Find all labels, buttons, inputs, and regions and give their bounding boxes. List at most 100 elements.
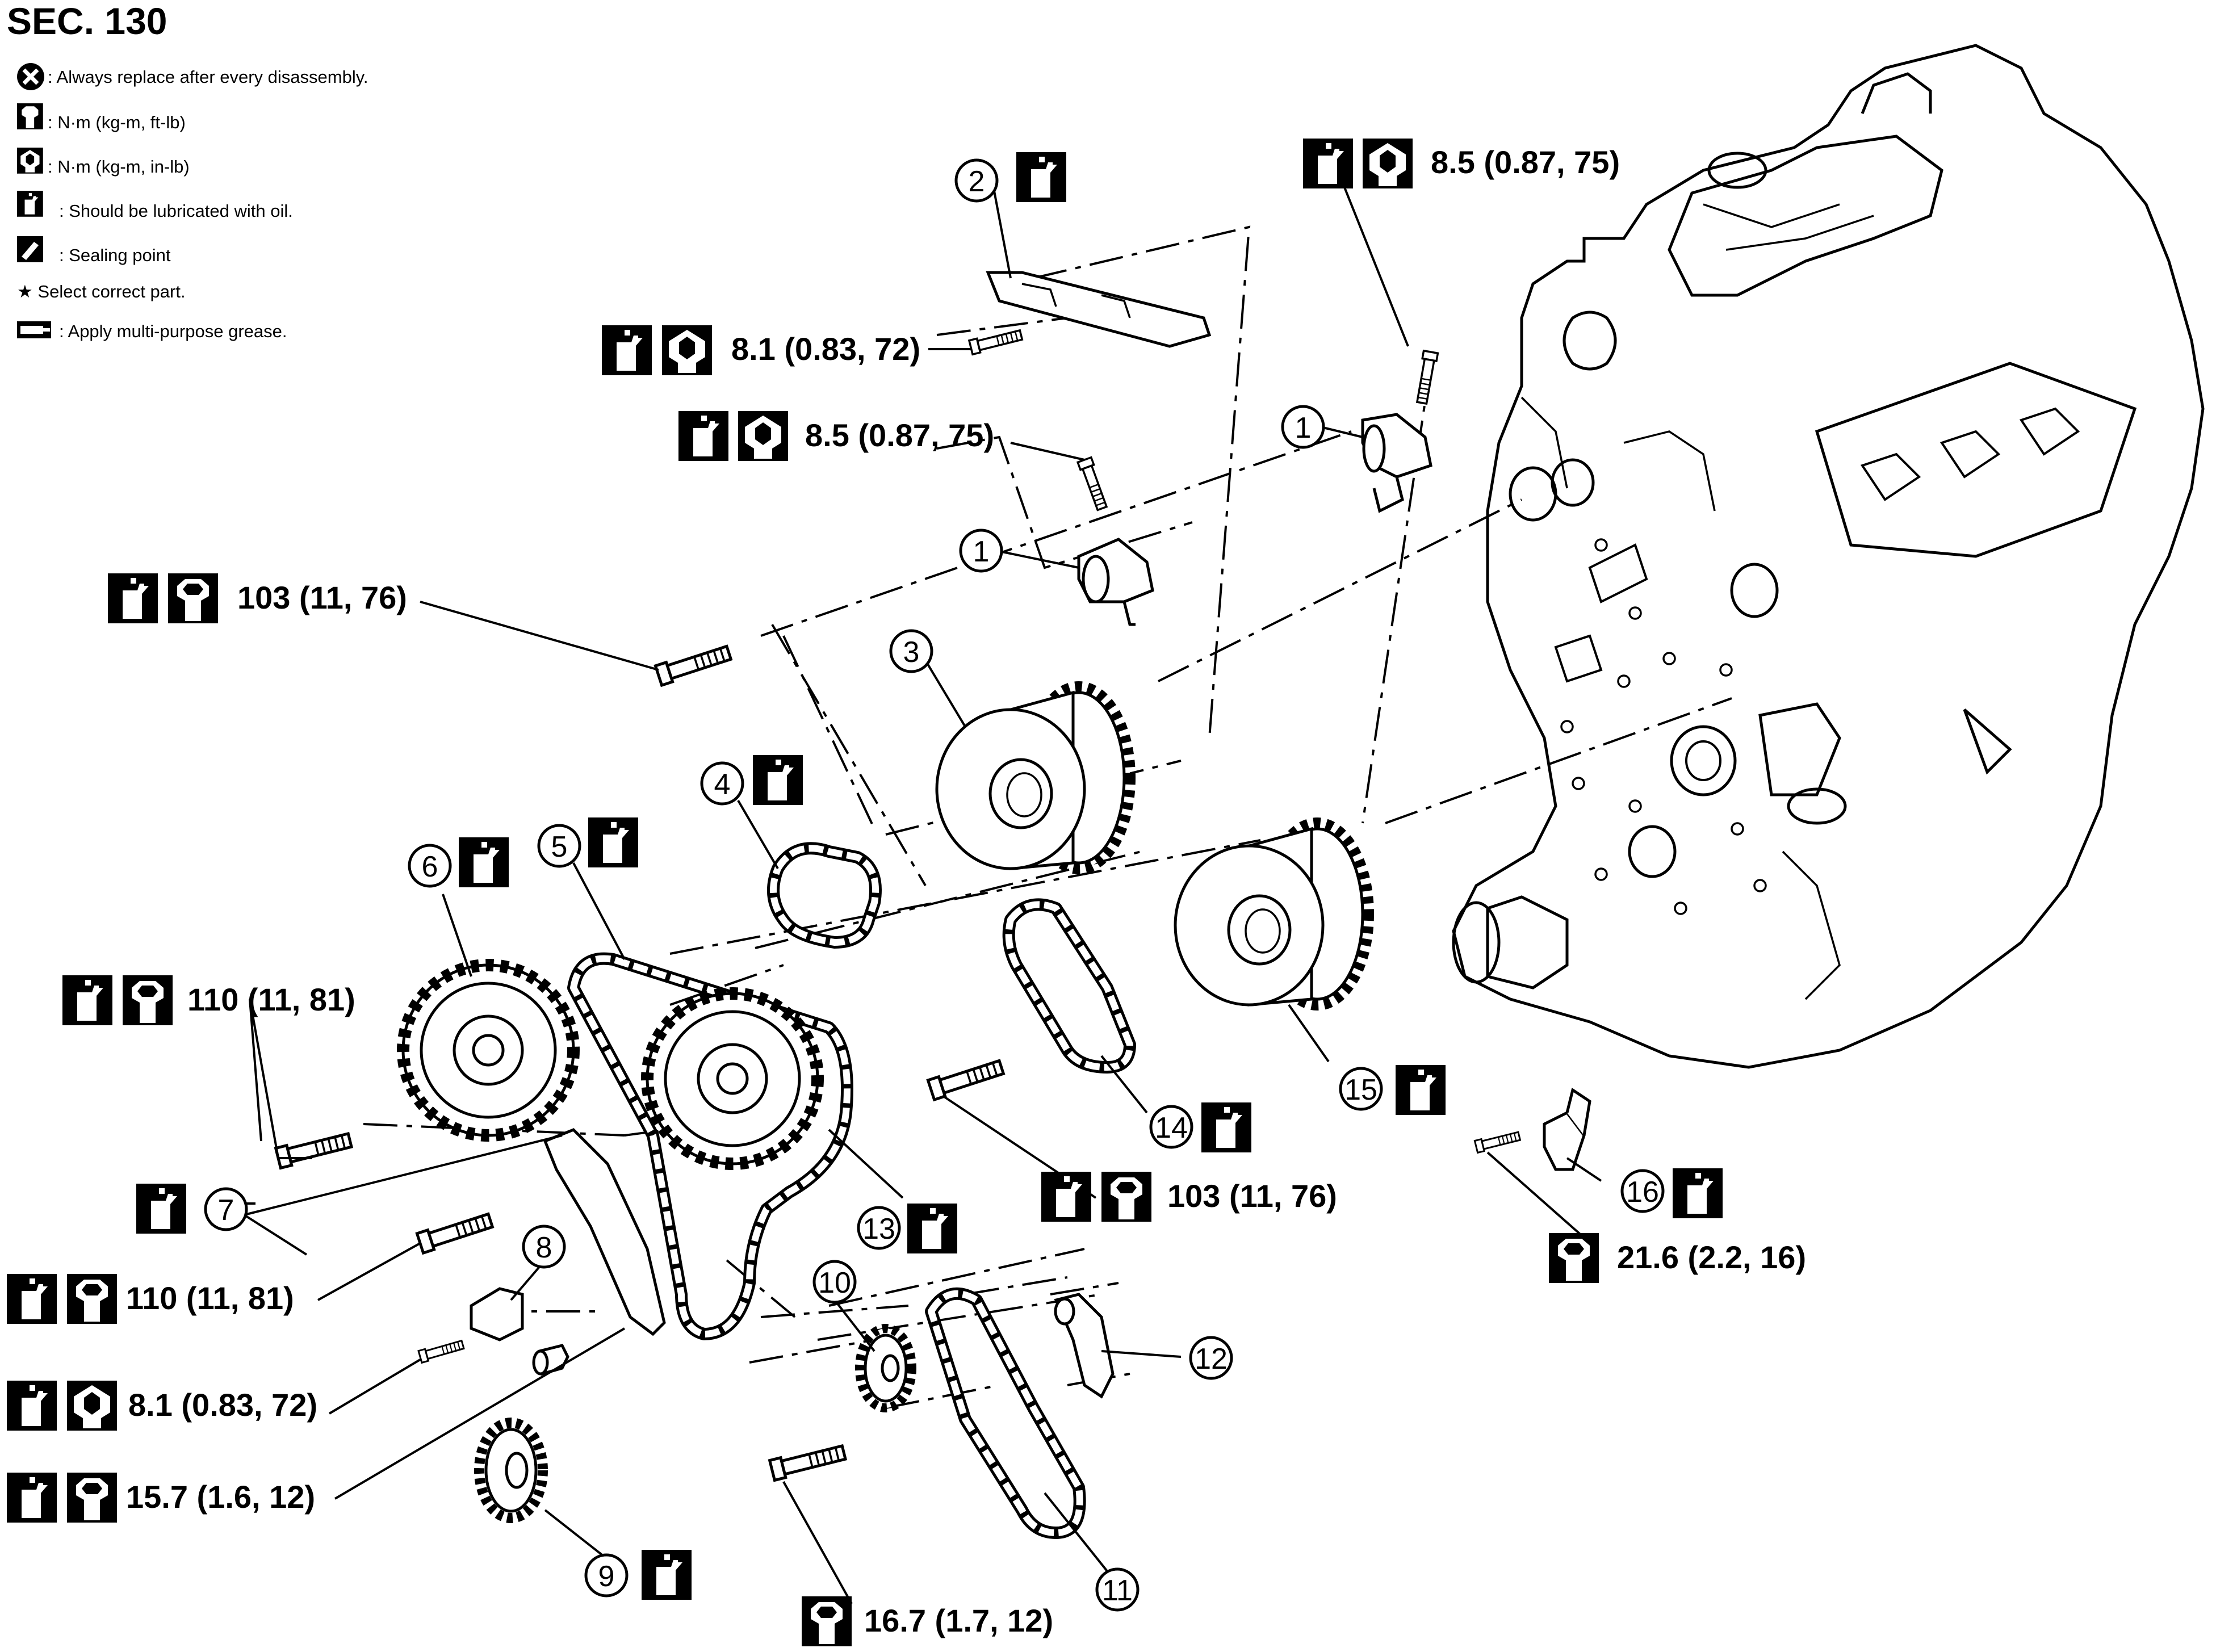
svg-text:8.5 (0.87, 75): 8.5 (0.87, 75) [805, 417, 994, 453]
legend-sealing: : Sealing point [59, 245, 171, 265]
svg-text:6: 6 [422, 850, 438, 883]
timing-chain-5 [567, 952, 853, 1340]
svg-text:7: 7 [218, 1194, 234, 1227]
legend-grease: : Apply multi-purpose grease. [59, 321, 287, 341]
sensor-bolt-center [1076, 456, 1110, 512]
svg-text:2: 2 [969, 165, 985, 198]
svg-text:3: 3 [903, 636, 920, 669]
legend-torque-inlb: : N·m (kg-m, in-lb) [48, 157, 190, 177]
callout-15: 15 [1339, 1067, 1383, 1111]
sensor-bolt-right [1414, 350, 1439, 405]
callout-11: 11 [1095, 1567, 1140, 1612]
crankshaft-sprocket-9 [474, 1418, 548, 1523]
svg-text:21.6 (2.2, 16): 21.6 (2.2, 16) [1617, 1239, 1806, 1275]
svg-text:16.7 (1.7, 12): 16.7 (1.7, 12) [864, 1603, 1053, 1638]
callout-6: 6 [408, 844, 452, 888]
svg-text:13: 13 [862, 1213, 895, 1246]
oil-pump-chain-11 [925, 1287, 1086, 1539]
svg-text:14: 14 [1155, 1112, 1188, 1144]
svg-text:103 (11, 76): 103 (11, 76) [1167, 1178, 1337, 1214]
callout-7: 7 [204, 1187, 248, 1231]
oil-can-icon [136, 152, 1723, 1600]
callout-1-center: 1 [959, 529, 1003, 573]
svg-text:5: 5 [551, 831, 568, 863]
chain-14 [1002, 898, 1136, 1074]
torque-spec-lower-bolt: 110 (11, 81) [7, 1274, 294, 1324]
svg-text:8.5 (0.87, 75): 8.5 (0.87, 75) [1431, 144, 1620, 180]
svg-text:9: 9 [598, 1560, 615, 1593]
tensioner-pin [532, 1344, 569, 1376]
camshaft-bolt-center [928, 1058, 1004, 1100]
svg-text:8.1 (0.83, 72): 8.1 (0.83, 72) [731, 331, 920, 367]
torque-inlb-icon [17, 148, 43, 174]
torque-ftlb-icon [17, 103, 43, 129]
svg-text:10: 10 [818, 1267, 851, 1299]
camshaft-sprocket-3 [937, 687, 1130, 869]
callout-9: 9 [584, 1553, 629, 1598]
leader-lines [238, 175, 1602, 1604]
torque-spec-oil-pump-bolt: 16.7 (1.7, 12) [802, 1596, 1053, 1646]
engine-block [1452, 44, 2205, 1069]
oil-pump-sprocket-10 [855, 1324, 916, 1412]
svg-text:16: 16 [1626, 1176, 1659, 1209]
svg-text:8.1 (0.83, 72): 8.1 (0.83, 72) [128, 1387, 317, 1423]
callout-12: 12 [1189, 1336, 1233, 1380]
callout-16: 16 [1620, 1169, 1665, 1213]
torque-spec-top-right: 8.5 (0.87, 75) [1303, 139, 1620, 188]
sprocket-bolt-6 [276, 1130, 353, 1168]
legend-torque-ftlb: : N·m (kg-m, ft-lb) [48, 112, 186, 132]
svg-text:1: 1 [1295, 412, 1312, 445]
svg-text:12: 12 [1195, 1343, 1228, 1376]
torque-spec-bracket-bolt: 21.6 (2.2, 16) [1549, 1233, 1806, 1283]
callouts: 2 1 1 3 4 5 6 7 8 9 10 11 12 13 14 15 16 [204, 158, 1665, 1612]
svg-text:1: 1 [973, 535, 990, 568]
tension-guide-7 [543, 1128, 666, 1336]
svg-text:110 (11, 81): 110 (11, 81) [126, 1280, 294, 1316]
camshaft-sensor-center [1077, 538, 1154, 626]
callout-5: 5 [537, 824, 581, 868]
guide-bolt [968, 327, 1024, 355]
guide-bolt-lower [417, 1211, 493, 1253]
grease-gun-icon [17, 321, 51, 338]
svg-text:8: 8 [536, 1231, 552, 1264]
legend-replace: : Always replace after every disassembly… [48, 67, 368, 87]
legend: : Always replace after every disassembly… [17, 63, 368, 341]
camshaft-sprocket-6 [403, 965, 573, 1135]
callout-10: 10 [812, 1260, 857, 1304]
chain-guide-upper [986, 271, 1212, 348]
chain-4 [767, 842, 882, 949]
callout-1-right: 1 [1281, 405, 1325, 449]
torque-spec-guide-bolt: 8.1 (0.83, 72) [602, 325, 920, 375]
torque-spec-sensor-bolt: 8.5 (0.87, 75) [678, 411, 994, 461]
oil-can-icon [17, 191, 43, 217]
torque-spec-clip: 8.1 (0.83, 72) [7, 1381, 317, 1431]
torque-spec-sprocket6-bolt: 110 (11, 81) [62, 975, 355, 1025]
torque-spec-upper-left-bolt: 103 (11, 76) [108, 573, 407, 623]
torque-spec-pin: 15.7 (1.6, 12) [7, 1473, 315, 1523]
svg-text:110 (11, 81): 110 (11, 81) [187, 982, 355, 1017]
legend-oil: : Should be lubricated with oil. [59, 201, 293, 221]
replace-icon [17, 63, 44, 90]
svg-text:103 (11, 76): 103 (11, 76) [237, 580, 407, 615]
sealing-point-icon [17, 236, 43, 262]
svg-text:4: 4 [714, 768, 731, 801]
callout-3: 3 [889, 629, 933, 673]
camshaft-sensor-right [1361, 413, 1432, 513]
torque-spec-center-bolt: 103 (11, 76) [1041, 1172, 1337, 1222]
chain-tensioner-12 [1054, 1293, 1115, 1399]
callout-4: 4 [700, 761, 744, 806]
section-title: SEC. 130 [7, 0, 167, 42]
callout-14: 14 [1149, 1105, 1193, 1149]
svg-text:15.7 (1.6, 12): 15.7 (1.6, 12) [126, 1479, 315, 1515]
callout-8: 8 [522, 1225, 566, 1269]
bracket-bolt [1473, 1129, 1522, 1154]
oil-pump-bolt [770, 1443, 847, 1480]
clip-8 [470, 1287, 524, 1341]
camshaft-bolt-upper [655, 643, 732, 685]
callout-2: 2 [954, 158, 999, 203]
legend-star: ★ Select correct part. [17, 282, 186, 301]
clip-bolt [417, 1337, 466, 1364]
svg-text:11: 11 [1102, 1574, 1133, 1607]
camshaft-sprocket-13 [647, 993, 818, 1164]
